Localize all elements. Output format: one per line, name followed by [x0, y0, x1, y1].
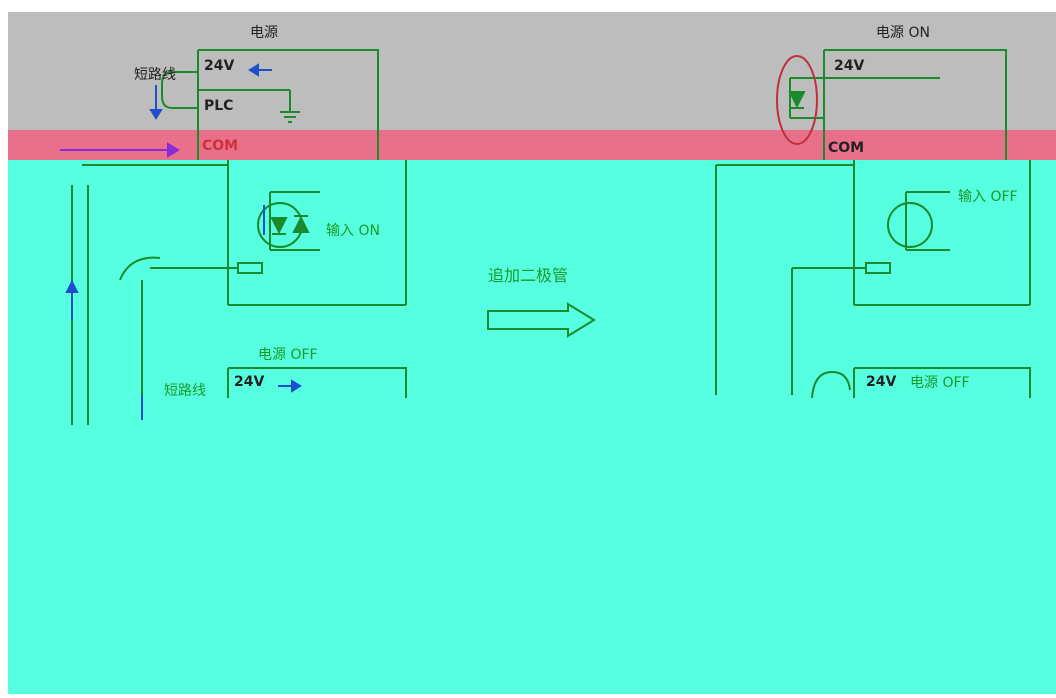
bottom-right-power-label: 电源 OFF — [910, 375, 970, 391]
top-left-input-status: 输入 ON — [326, 223, 380, 239]
bottom-left-short-wire-label: 短路线 — [164, 383, 206, 399]
top-left-arrows — [60, 63, 272, 320]
top-left-power-label: 电源 — [250, 25, 278, 41]
top-right-com-label: COM — [828, 140, 865, 156]
bottom-left-voltage-label: 24V — [234, 374, 265, 390]
bottom-left-circuit — [119, 256, 407, 420]
bottom-right-circuit — [811, 367, 1031, 399]
top-right-input-status: 输入 OFF — [958, 189, 1018, 205]
top-left-com-label: COM — [202, 138, 239, 154]
top-left-short-wire-label: 短路线 — [134, 67, 176, 83]
cyan-band — [8, 160, 1056, 694]
middle-action-label: 追加二极管 — [488, 266, 569, 285]
bottom-left-power-label: 电源 OFF — [258, 347, 318, 363]
bottom-right-voltage-label: 24V — [866, 374, 897, 390]
top-left-diodes — [270, 215, 310, 235]
white-strip-left — [0, 0, 8, 698]
middle-arrow — [487, 302, 596, 338]
input-resistor — [237, 262, 263, 274]
top-left-box — [198, 49, 379, 160]
top-right-voltage-label: 24V — [834, 58, 865, 74]
pink-band — [8, 130, 1056, 160]
top-right-power-label: 电源 ON — [876, 25, 930, 41]
top-short-wire — [161, 71, 198, 109]
highlight-circle — [776, 55, 818, 145]
added-diode — [788, 91, 806, 109]
bottom-left-arrows — [141, 379, 302, 420]
top-right-circuit — [715, 49, 1031, 395]
top-left-voltage-label: 24V — [204, 58, 235, 74]
plc-label: PLC — [204, 98, 234, 114]
